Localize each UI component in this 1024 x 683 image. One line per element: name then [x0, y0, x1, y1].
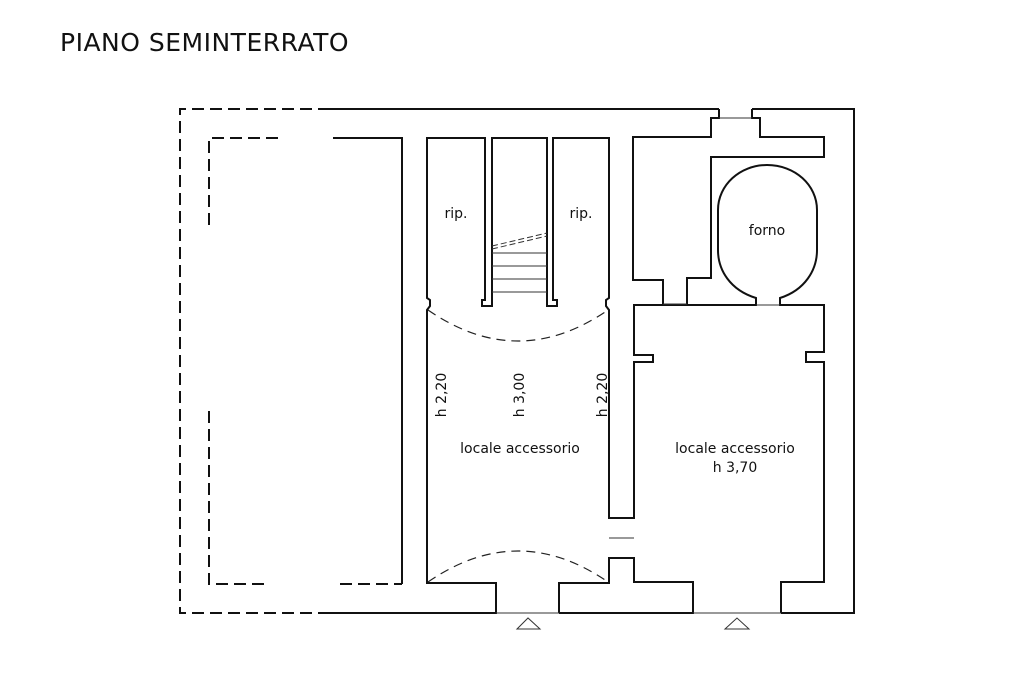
outer-wall — [330, 108, 855, 614]
plan-title: PIANO SEMINTERRATO — [60, 28, 350, 57]
height-label-right: h 2,20 — [595, 373, 611, 418]
entrance-marker-icon — [515, 617, 542, 630]
room-label-central: locale accessorio — [460, 441, 580, 457]
entrance-marker-icon — [723, 617, 751, 630]
height-label-center: h 3,00 — [512, 373, 528, 418]
left-wall — [333, 137, 403, 584]
room-label-forno: forno — [749, 223, 785, 239]
door-swing-bottom — [427, 550, 609, 583]
oven-outline — [717, 163, 825, 613]
room-label-rip-right: rip. — [570, 206, 593, 222]
room-label-rip-left: rip. — [445, 206, 468, 222]
covered-area-dashed — [208, 137, 402, 585]
room-height-right: h 3,70 — [713, 460, 758, 476]
chimney — [632, 109, 825, 304]
stairs — [491, 232, 548, 293]
bottom-wall-middle — [558, 557, 694, 614]
height-label-left: h 2,20 — [434, 373, 450, 418]
outer-boundary-dashed — [179, 108, 330, 614]
door-swing-top — [427, 309, 609, 342]
room-label-right: locale accessorio — [675, 441, 795, 457]
